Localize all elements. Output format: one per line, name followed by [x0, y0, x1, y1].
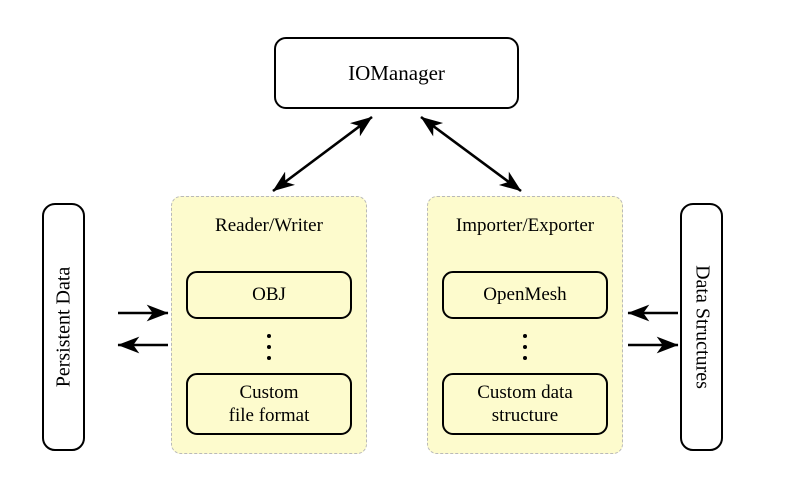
node-custom-data-structure[interactable]: Custom data structure — [442, 373, 608, 435]
node-obj-label: OBJ — [252, 284, 286, 306]
node-custom-file-format-line2: file format — [228, 405, 310, 426]
node-openmesh-label: OpenMesh — [483, 284, 567, 306]
io-manager-node[interactable]: IOManager — [274, 37, 519, 109]
node-openmesh[interactable]: OpenMesh — [442, 271, 608, 319]
node-custom-file-format-line1: Custom — [239, 381, 299, 403]
panel-reader-writer[interactable]: Reader/Writer OBJ Custom file format — [171, 196, 367, 454]
persistent-data-label: Persistent Data — [52, 266, 74, 388]
data-structures-label: Data Structures — [691, 265, 713, 389]
reader-writer-ellipsis — [172, 327, 366, 367]
ellipsis-dot — [523, 334, 527, 338]
panel-importer-exporter-title: Importer/Exporter — [455, 215, 595, 236]
data-structures-node[interactable]: Data Structures — [680, 203, 723, 451]
ellipsis-dot — [523, 356, 527, 360]
arrow-manager-reader-writer — [272, 115, 373, 193]
ellipsis-dot — [267, 334, 271, 338]
node-custom-data-structure-line2: structure — [491, 405, 559, 426]
io-manager-label: IOManager — [348, 60, 445, 85]
node-custom-file-format[interactable]: Custom file format — [186, 373, 352, 435]
ellipsis-dot — [523, 345, 527, 349]
importer-exporter-ellipsis — [428, 327, 622, 367]
ellipsis-dot — [267, 356, 271, 360]
panel-importer-exporter[interactable]: Importer/Exporter OpenMesh Custom data s… — [427, 196, 623, 454]
persistent-data-node[interactable]: Persistent Data — [42, 203, 85, 451]
ellipsis-dot — [267, 345, 271, 349]
node-obj[interactable]: OBJ — [186, 271, 352, 319]
arrow-manager-importer-exporter — [420, 115, 522, 193]
node-custom-data-structure-line1: Custom data — [477, 381, 573, 403]
panel-reader-writer-title: Reader/Writer — [215, 215, 323, 236]
